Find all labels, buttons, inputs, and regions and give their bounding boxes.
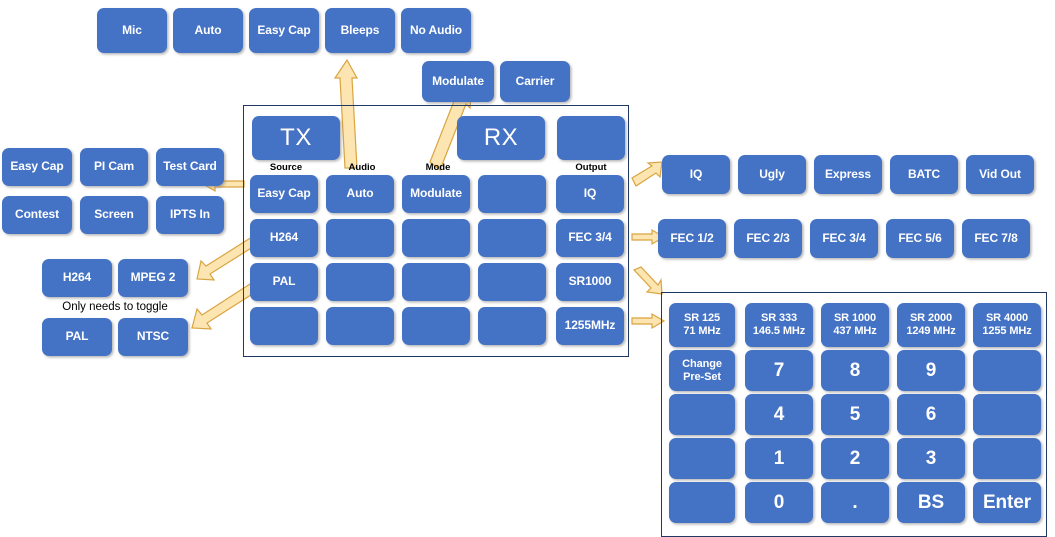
preset-sr-125-line2: 71 MHz — [683, 325, 721, 337]
codec-option-pal[interactable]: PAL — [42, 318, 112, 356]
source-option-ipts-in[interactable]: IPTS In — [156, 196, 224, 234]
mode-option-carrier[interactable]: Carrier — [500, 61, 570, 102]
preset-sr-4000[interactable]: SR 4000 1255 MHz — [973, 303, 1041, 347]
fec-option-5-6[interactable]: FEC 5/6 — [886, 219, 954, 258]
preset-sr-333-line1: SR 333 — [760, 312, 798, 325]
source-option-pi-cam[interactable]: PI Cam — [80, 148, 148, 186]
preset-sr-2000-line1: SR 2000 — [909, 312, 953, 325]
grid-cell-blank-3[interactable] — [478, 263, 546, 301]
grid-cell-blank-4[interactable] — [478, 307, 546, 345]
rx-button[interactable]: RX — [457, 116, 545, 160]
audio-option-auto[interactable]: Auto — [173, 8, 243, 53]
preset-sr-125[interactable]: SR 125 71 MHz — [669, 303, 735, 347]
toggle-note: Only needs to toggle — [62, 301, 168, 313]
output-option-vid-out[interactable]: Vid Out — [966, 155, 1034, 194]
preset-sr-333[interactable]: SR 333 146.5 MHz — [745, 303, 813, 347]
header-cell-output[interactable] — [557, 116, 625, 160]
preset-sr-1000-line2: 437 MHz — [833, 325, 877, 337]
keypad-key-3[interactable]: 3 — [897, 438, 965, 479]
change-preset-button[interactable]: Change Pre-Set — [669, 350, 735, 391]
grid-cell-audio-2[interactable] — [326, 219, 394, 257]
fec-option-2-3[interactable]: FEC 2/3 — [734, 219, 802, 258]
change-preset-line1: Change — [682, 357, 722, 370]
grid-cell-output-4[interactable]: 1255MHz — [556, 307, 624, 345]
grid-cell-output-2[interactable]: FEC 3/4 — [556, 219, 624, 257]
column-label-source: Source — [269, 162, 303, 173]
source-option-easy-cap[interactable]: Easy Cap — [2, 148, 72, 186]
column-label-audio: Audio — [348, 162, 376, 173]
preset-sr-1000-line1: SR 1000 — [833, 312, 877, 325]
codec-option-mpeg2[interactable]: MPEG 2 — [118, 259, 188, 297]
keypad-blank-r2c5[interactable] — [973, 394, 1041, 435]
arrow-sr-down-right — [630, 266, 664, 296]
keypad-key-enter[interactable]: Enter — [973, 482, 1041, 523]
grid-cell-blank-2[interactable] — [478, 219, 546, 257]
keypad-key-2[interactable]: 2 — [821, 438, 889, 479]
keypad-blank-r3c5[interactable] — [973, 438, 1041, 479]
keypad-key-decimal[interactable]: . — [821, 482, 889, 523]
grid-cell-audio-3[interactable] — [326, 263, 394, 301]
grid-cell-audio-1[interactable]: Auto — [326, 175, 394, 213]
grid-cell-mode-4[interactable] — [402, 307, 470, 345]
preset-sr-333-line2: 146.5 MHz — [752, 325, 806, 337]
grid-cell-output-1[interactable]: IQ — [556, 175, 624, 213]
source-option-contest[interactable]: Contest — [2, 196, 72, 234]
codec-option-h264[interactable]: H264 — [42, 259, 112, 297]
audio-option-mic[interactable]: Mic — [97, 8, 167, 53]
grid-cell-mode-1[interactable]: Modulate — [402, 175, 470, 213]
source-option-screen[interactable]: Screen — [80, 196, 148, 234]
grid-cell-audio-4[interactable] — [326, 307, 394, 345]
audio-option-easy-cap[interactable]: Easy Cap — [249, 8, 319, 53]
keypad-key-9[interactable]: 9 — [897, 350, 965, 391]
keypad-blank-r2c1[interactable] — [669, 394, 735, 435]
keypad-key-0[interactable]: 0 — [745, 482, 813, 523]
preset-sr-1000[interactable]: SR 1000 437 MHz — [821, 303, 889, 347]
keypad-key-8[interactable]: 8 — [821, 350, 889, 391]
audio-option-no-audio[interactable]: No Audio — [401, 8, 471, 53]
column-label-mode: Mode — [425, 162, 451, 173]
preset-sr-4000-line2: 1255 MHz — [982, 325, 1032, 337]
keypad-key-4[interactable]: 4 — [745, 394, 813, 435]
preset-sr-2000[interactable]: SR 2000 1249 MHz — [897, 303, 965, 347]
grid-cell-source-1[interactable]: Easy Cap — [250, 175, 318, 213]
source-option-test-card[interactable]: Test Card — [156, 148, 224, 186]
output-option-express[interactable]: Express — [814, 155, 882, 194]
audio-option-bleeps[interactable]: Bleeps — [325, 8, 395, 53]
preset-sr-125-line1: SR 125 — [683, 312, 721, 325]
keypad-blank-r3c1[interactable] — [669, 438, 735, 479]
fec-option-1-2[interactable]: FEC 1/2 — [658, 219, 726, 258]
output-option-batc[interactable]: BATC — [890, 155, 958, 194]
keypad-key-7[interactable]: 7 — [745, 350, 813, 391]
keypad-key-backspace[interactable]: BS — [897, 482, 965, 523]
grid-cell-mode-3[interactable] — [402, 263, 470, 301]
grid-cell-mode-2[interactable] — [402, 219, 470, 257]
main-control-panel — [243, 105, 629, 357]
tx-button[interactable]: TX — [252, 116, 340, 160]
keypad-key-6[interactable]: 6 — [897, 394, 965, 435]
preset-sr-4000-line1: SR 4000 — [985, 312, 1029, 325]
keypad-key-5[interactable]: 5 — [821, 394, 889, 435]
column-label-output: Output — [575, 162, 607, 173]
output-option-iq[interactable]: IQ — [662, 155, 730, 194]
grid-cell-source-4[interactable] — [250, 307, 318, 345]
grid-cell-source-2[interactable]: H264 — [250, 219, 318, 257]
grid-cell-blank-1[interactable] — [478, 175, 546, 213]
fec-option-3-4[interactable]: FEC 3/4 — [810, 219, 878, 258]
preset-sr-2000-line2: 1249 MHz — [906, 325, 956, 337]
arrow-output-up-right — [630, 160, 664, 188]
grid-cell-source-3[interactable]: PAL — [250, 263, 318, 301]
change-preset-line2: Pre-Set — [683, 370, 721, 383]
fec-option-7-8[interactable]: FEC 7/8 — [962, 219, 1030, 258]
keypad-key-1[interactable]: 1 — [745, 438, 813, 479]
keypad-blank-r1c5[interactable] — [973, 350, 1041, 391]
keypad-blank-r4c1[interactable] — [669, 482, 735, 523]
output-option-ugly[interactable]: Ugly — [738, 155, 806, 194]
grid-cell-output-3[interactable]: SR1000 — [556, 263, 624, 301]
mode-option-modulate[interactable]: Modulate — [422, 61, 494, 102]
codec-option-ntsc[interactable]: NTSC — [118, 318, 188, 356]
